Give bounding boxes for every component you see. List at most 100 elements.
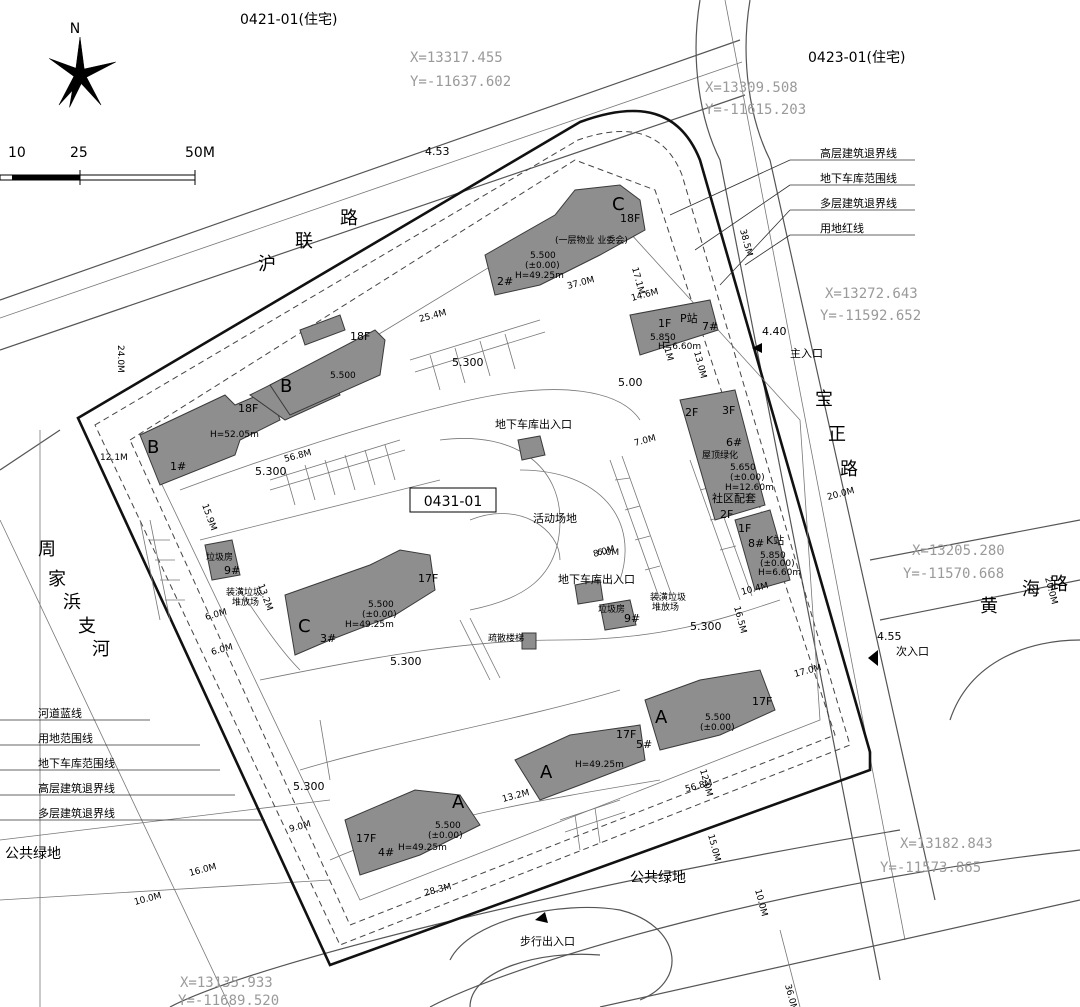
main-entrance: 主入口: [790, 347, 823, 360]
coord-1-y: Y=-11637.602: [410, 74, 511, 90]
b7-num: 7#: [702, 320, 718, 333]
river-3: 浜: [63, 592, 81, 613]
level-3: 5.300: [390, 655, 422, 668]
building-footprints: [139, 184, 791, 876]
b6-f3: 2F: [720, 508, 733, 521]
coord-3-x: X=13272.643: [825, 286, 918, 302]
b5b-base: (±0.00): [700, 723, 735, 733]
coord-4-y: Y=-11570.668: [903, 566, 1004, 582]
b4-type: A: [452, 792, 465, 813]
legend-left-4: 高层建筑退界线: [38, 781, 115, 795]
level-4: 5.300: [293, 780, 325, 793]
stair-block: [521, 632, 537, 650]
dim-32: 6.0M: [210, 643, 234, 658]
dim-30: 6.0M: [597, 548, 619, 558]
legend-right-3: 多层建筑退界线: [820, 196, 897, 210]
b5-type: A: [540, 762, 553, 783]
b3-num: 3#: [320, 632, 336, 645]
building-2: [484, 184, 646, 296]
coord-6-y: Y=-11689.520: [178, 993, 279, 1007]
dim-6: 25.4M: [418, 308, 447, 325]
dim-18: 16.5M: [731, 605, 748, 634]
building-9a: [204, 539, 241, 581]
dim-15: 7.0M: [633, 434, 657, 449]
b1-height: H=52.05m: [210, 430, 259, 440]
road-hulian-1: 沪: [258, 254, 276, 275]
b3-base: (±0.00): [362, 610, 397, 620]
scale-tick-25: 25: [70, 145, 88, 161]
dim-7: 56.8M: [283, 448, 312, 465]
building-6: [679, 389, 766, 521]
pedestrian-entrance: 步行出入口: [520, 934, 575, 948]
b7-height: H=6.60m: [658, 342, 701, 352]
coord-2-y: Y=-11615.203: [705, 102, 806, 118]
road-huanghai-2: 海: [1022, 579, 1040, 600]
b7-name: P站: [680, 311, 698, 325]
scale-tick-10: 10: [8, 145, 26, 161]
dim-28: 13.2M: [501, 788, 530, 805]
dim-26: 10.0M: [133, 891, 162, 908]
dim-22: 15.0M: [705, 833, 722, 862]
level-2: 5.300: [255, 465, 287, 478]
b6-roof: 屋顶绿化: [702, 449, 738, 461]
stair-label: 疏散楼梯: [488, 632, 524, 644]
b1-num: 1#: [170, 460, 186, 473]
parking-stalls: [139, 319, 753, 851]
parcel-site: 0431-01: [424, 494, 483, 510]
b7-elev: 5.850: [650, 333, 676, 343]
legend-right-2: 地下车库范围线: [820, 171, 897, 185]
dim-12: 38.5M: [737, 228, 754, 257]
legend-right-1: 高层建筑退界线: [820, 146, 897, 160]
secondary-entrance: 次入口: [896, 644, 929, 658]
legend-left-3: 地下车库范围线: [38, 756, 115, 770]
b2-base: (±0.00): [525, 261, 560, 271]
dimension-labels: 24.0M 12.1M 15.9M 6.0M 13.2M 25.4M 56.8M…: [100, 228, 1059, 1007]
b6-elev: 5.650: [730, 463, 756, 473]
b5-height: H=49.25m: [575, 760, 624, 770]
dim-1: 24.0M: [115, 345, 125, 373]
coord-5-x: X=13182.843: [900, 836, 993, 852]
b5b-type: A: [655, 707, 668, 728]
building-4: [344, 789, 481, 876]
b6-num: 6#: [726, 436, 742, 449]
b9b-name: 垃圾房: [598, 603, 625, 615]
b2-num: 2#: [497, 275, 513, 288]
b6-f2: 3F: [722, 404, 735, 417]
dim-27: 28.3M: [423, 882, 452, 899]
b6-base: (±0.00): [730, 473, 765, 483]
b9b-num: 9#: [624, 612, 640, 625]
building-b-upper: [269, 329, 386, 416]
b4-floors: 17F: [356, 832, 376, 845]
bupper-elev: 5.500: [330, 371, 356, 381]
dim-14: 13.0M: [691, 350, 708, 379]
b9a-num: 9#: [224, 564, 240, 577]
b8-name: K站: [766, 533, 784, 547]
pedestrian-entrance-arrow: [535, 912, 548, 923]
dim-2: 12.1M: [100, 453, 128, 463]
building-5: [514, 724, 646, 801]
secondary-entrance-arrow: [868, 650, 878, 666]
level-5: 5.300: [690, 620, 722, 633]
b1-floors: 18F: [238, 402, 258, 415]
building-3: [284, 549, 436, 656]
b9b-yard2: 堆放场: [652, 601, 679, 613]
north-arrow: [49, 36, 116, 108]
b6-f1: 2F: [685, 406, 698, 419]
coord-2-x: X=13309.508: [705, 80, 798, 96]
bupper-floors: 18F: [350, 330, 370, 343]
green-left: 公共绿地: [5, 846, 61, 862]
b5b-elev: 5.500: [705, 713, 731, 723]
road-baozheng-3: 路: [840, 459, 858, 480]
building-1: [139, 389, 281, 486]
coord-5-y: Y=-11573.865: [880, 860, 981, 876]
building-7: [629, 299, 719, 356]
b8-height: H=6.60m: [758, 568, 801, 578]
b9a-name: 垃圾房: [206, 551, 233, 563]
level-9: 4.55: [877, 630, 902, 643]
b7-floors: 1F: [658, 317, 671, 330]
coord-3-y: Y=-11592.652: [820, 308, 921, 324]
dim-11: 14.6M: [630, 287, 659, 304]
b4-elev: 5.500: [435, 821, 461, 831]
